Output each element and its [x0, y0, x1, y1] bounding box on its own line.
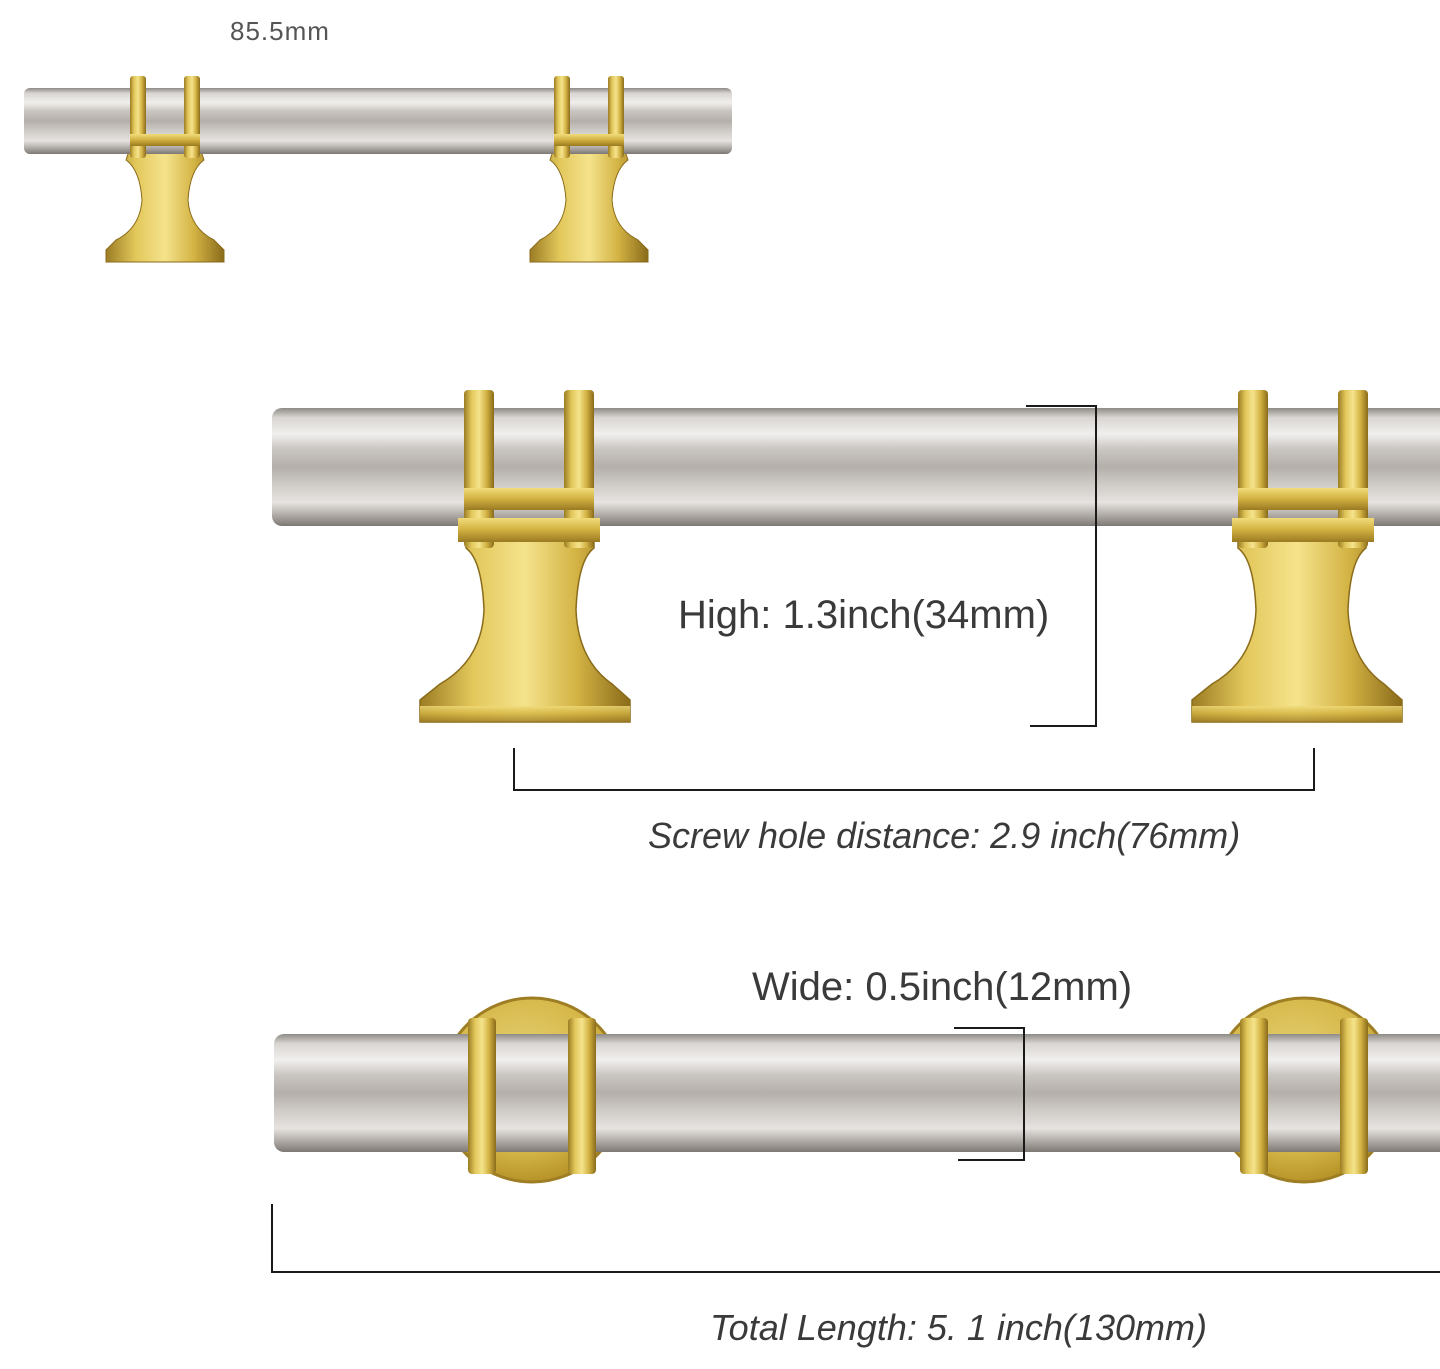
side-left-post [419, 519, 631, 723]
total-length-label: Total Length: 5. 1 inch(130mm) [710, 1307, 1207, 1348]
total-length-dimension-line [271, 1204, 1440, 1273]
width-label: Wide: 0.5inch(12mm) [752, 965, 1132, 1009]
screw-hole-dimension-line [513, 748, 1315, 791]
height-label: High: 1.3inch(34mm) [678, 593, 1049, 637]
width-dimension-line [954, 1027, 1025, 1161]
top-left-clamp [468, 1018, 596, 1174]
side-right-clamp [1232, 390, 1374, 548]
top-view: Wide: 0.5inch(12mm) Total Length: 5. 1 i… [271, 965, 1440, 1348]
side-elevation-view: High: 1.3inch(34mm) Screw hole distance:… [272, 390, 1440, 856]
height-dimension-line [1026, 405, 1097, 727]
screw-hole-distance-label: Screw hole distance: 2.9 inch(76mm) [648, 815, 1240, 856]
small-right-post [529, 147, 649, 263]
small-right-clamp [554, 76, 624, 158]
top-bar [274, 1034, 1440, 1152]
side-right-post [1191, 519, 1403, 723]
small-left-clamp [130, 76, 200, 158]
side-left-clamp [458, 390, 600, 548]
small-handle-view: 85.5mm [24, 16, 732, 263]
small-left-post [105, 147, 225, 263]
top-right-clamp [1240, 1018, 1368, 1174]
small-width-label: 85.5mm [230, 16, 330, 46]
